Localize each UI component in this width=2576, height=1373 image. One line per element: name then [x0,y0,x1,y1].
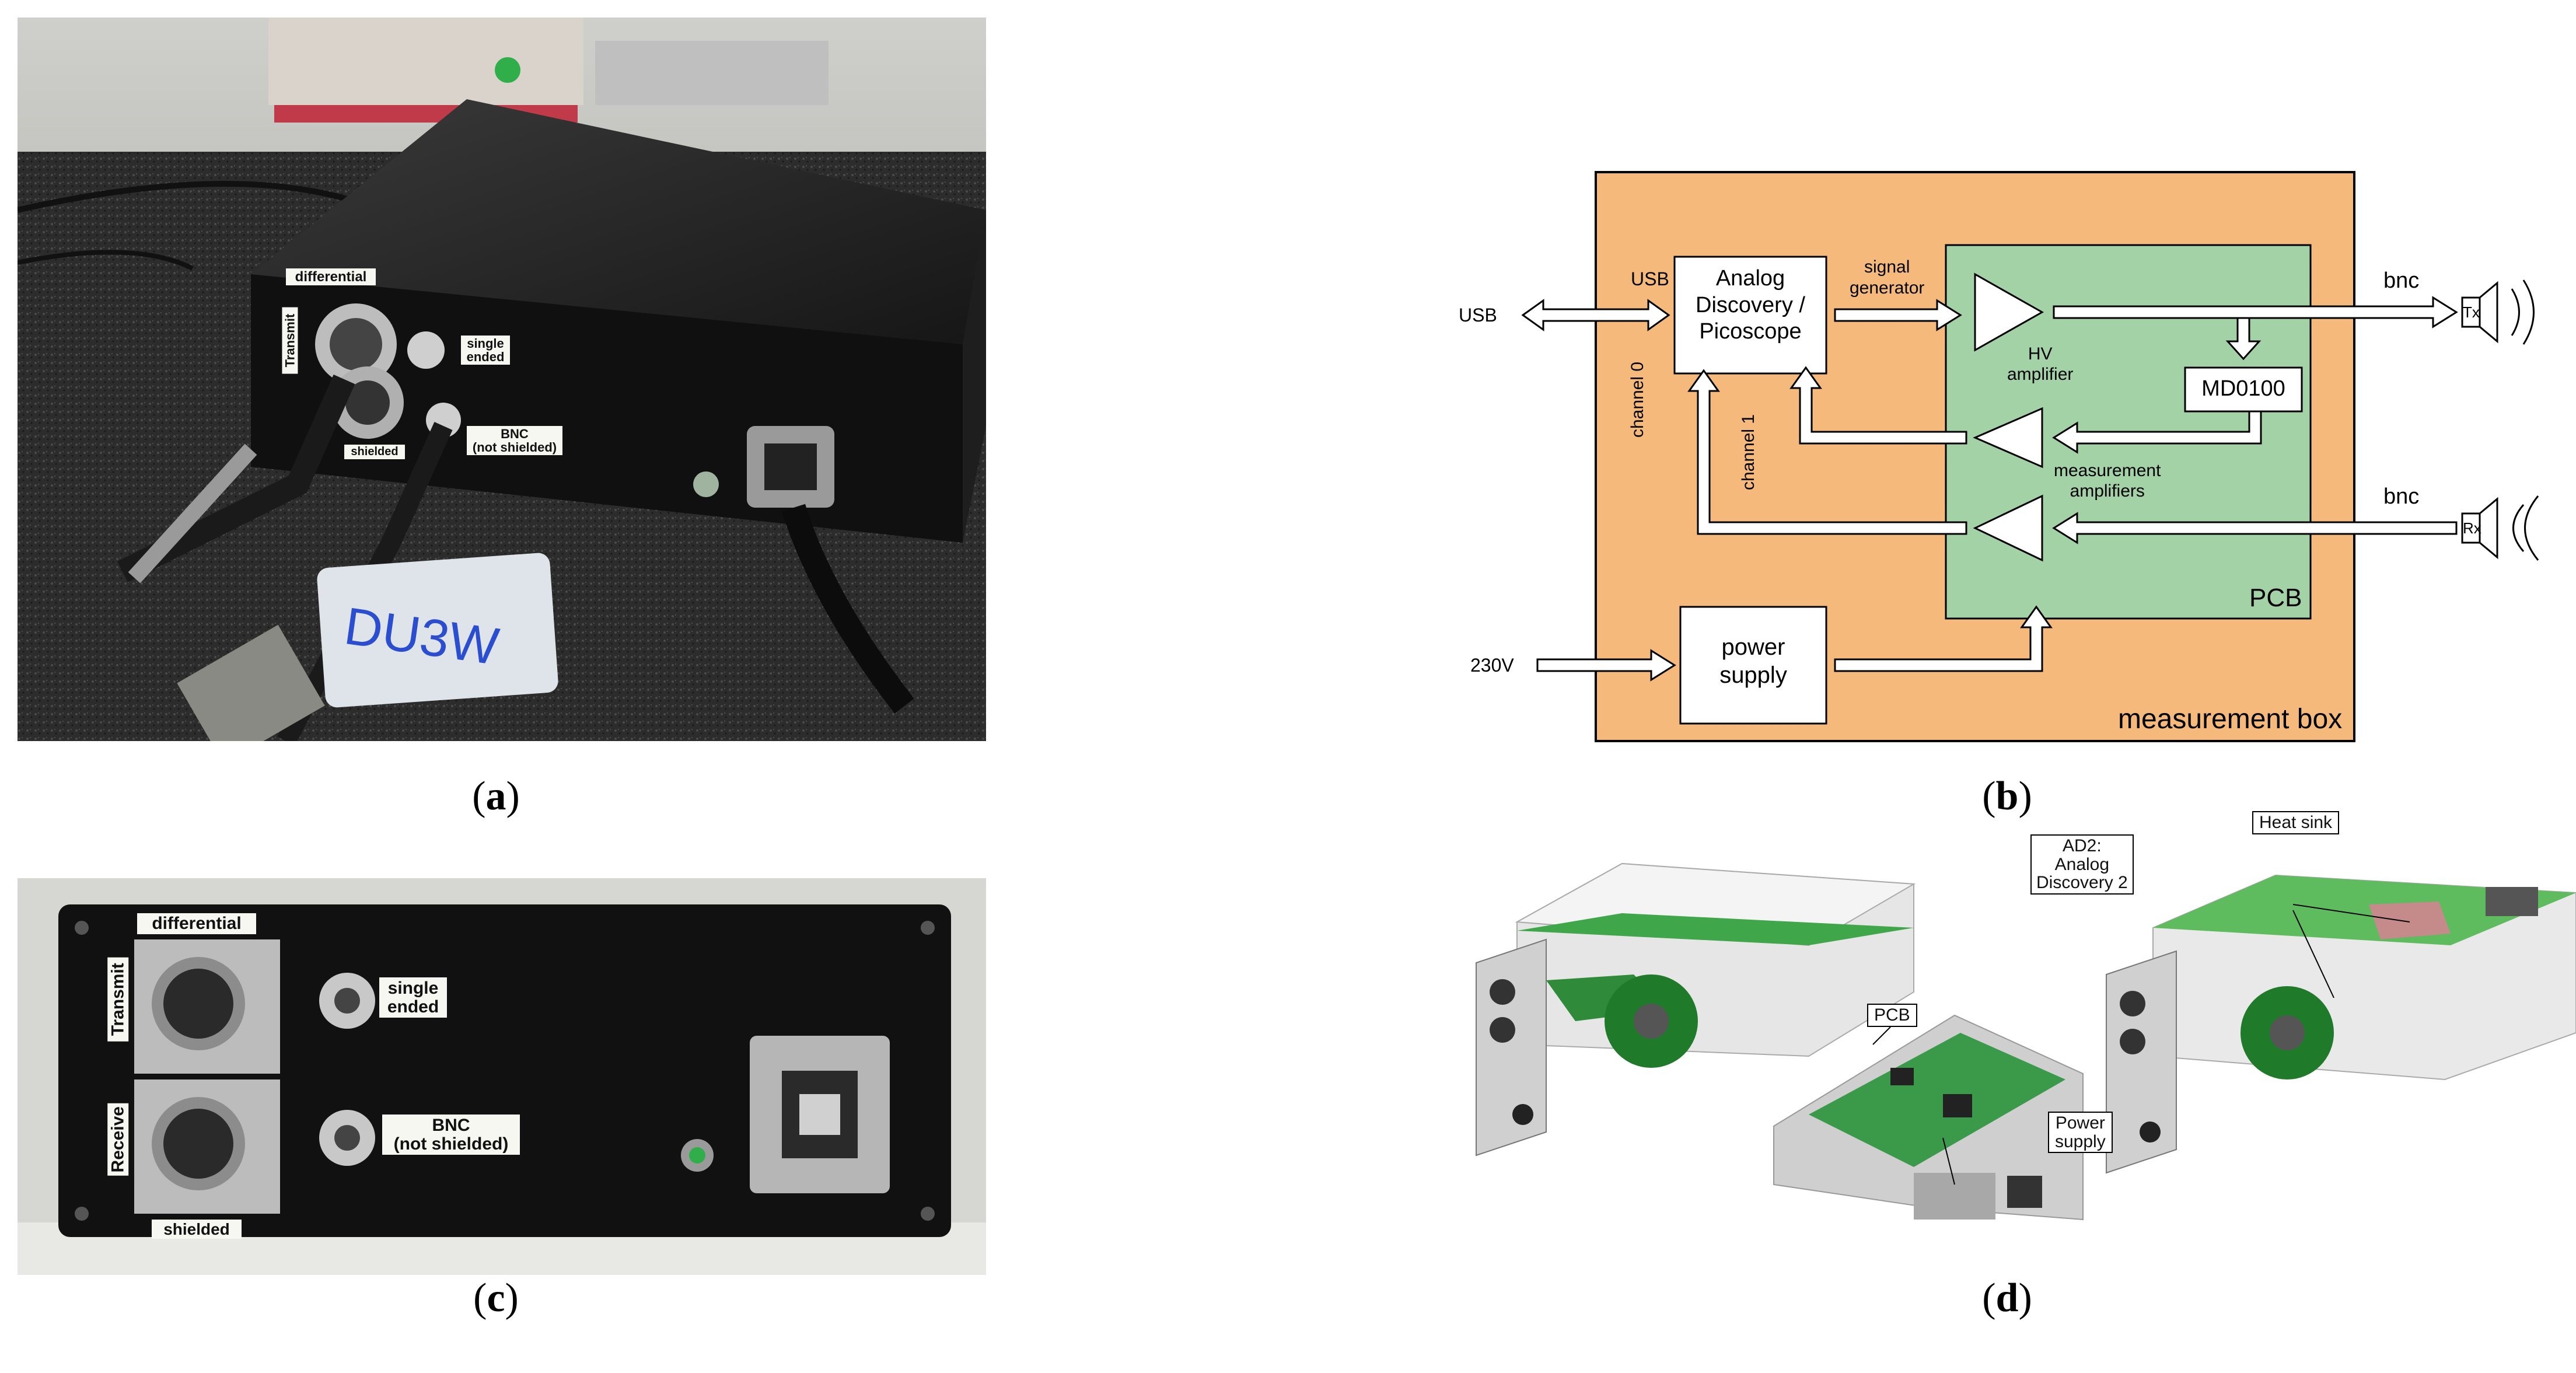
channel0-arrow [1687,369,1967,535]
photo-c-scene [18,878,986,1275]
label-single-ended: single ended [461,336,510,365]
rx-input-arrow [2052,512,2458,544]
label-power-supply-d: Power supply [2048,1112,2113,1153]
label-c-receive: Receive [107,1103,128,1176]
label-c-shielded: shielded [152,1220,242,1239]
hv-amplifier-triangle [1974,272,2044,352]
label-c-bnc: BNC (not shielded) [382,1115,520,1155]
front-panel [58,904,951,1237]
signal-generator-label: signal generator [1850,257,1925,298]
front-panel-right [2106,950,2177,1174]
channel1-arrow [1789,366,1967,445]
block-diagram-svg [1521,171,2539,742]
channel1-label: channel 1 [1739,414,1758,490]
signal-generator-arrow [1834,299,1962,331]
analog-discovery-box [1673,256,1827,375]
fan-left [1605,974,1698,1068]
tx-transducer [2461,280,2535,345]
usb-double-arrow [1521,299,1670,331]
terminal-strip [595,41,829,105]
measurement-amplifier-1 [1973,407,2043,469]
label-heat-sink: Heat sink [2252,811,2340,834]
pcb-top-right [2153,875,2576,945]
md0100-box [2184,366,2303,413]
md0100-label: MD0100 [2201,376,2285,401]
tx-label: Tx [2463,303,2480,321]
status-led [693,471,719,497]
cable-tag [317,553,558,708]
fan-right [2241,986,2334,1079]
bnc-connector-top [407,331,445,369]
usb-outer-label: USB [1459,305,1497,326]
pcb-board [1809,1033,2065,1167]
hv-amplifier-label: HV amplifier [2007,344,2074,384]
photo-panel-c: differential Transmit Receive single end… [18,878,986,1275]
front-panel-left [1476,938,1547,1157]
usb-inner-label: USB [1631,268,1669,289]
channel0-label: channel 0 [1628,361,1647,438]
render-panel-d: Heat sink AD2: Analog Discovery 2 PCB Po… [1447,799,2576,1284]
photo-a-scene [18,18,986,741]
caption-d: (d) [1982,1276,2032,1320]
instrument-led [495,57,520,83]
measurement-amplifier-2 [1973,494,2043,562]
label-differential: differential [286,268,376,286]
block-diagram-b: Analog Discovery / Picoscope power suppl… [1447,158,2576,747]
pcb-label: PCB [2249,584,2302,612]
measurement-amplifiers-label: measurement amplifiers [2054,461,2161,501]
measurement-box-label: measurement box [2118,704,2343,735]
bnc-bottom-label: bnc [2383,484,2420,509]
md0100-input-arrow [2225,317,2262,361]
photo-panel-a: differential Transmit single ended BNC (… [18,18,986,741]
power-to-pcb-arrow [1834,605,2053,672]
render-d-scene [1476,862,2576,1221]
label-c-transmit: Transmit [107,957,128,1042]
tx-output-arrow [2053,296,2458,329]
rx-transducer [2461,495,2539,561]
label-transmit: Transmit [282,307,298,374]
label-ad2: AD2: Analog Discovery 2 [2030,834,2134,895]
analog-discovery-label: Analog Discovery / Picoscope [1696,266,1805,344]
power-supply-label: power supply [1719,634,1787,688]
mains-input-arrow [1536,649,1676,682]
lab-instrument [268,18,583,105]
label-pcb-d: PCB [1867,1004,1917,1027]
label-shielded: shielded [344,445,405,459]
caption-b: (b) [1982,774,2032,819]
box-top-face [251,99,986,344]
label-bnc: BNC (not shielded) [467,426,562,456]
label-c-differential: differential [137,913,256,934]
power-supply-unit [1914,1173,1995,1220]
label-c-single-ended: single ended [379,977,447,1018]
caption-a: (a) [472,774,520,819]
caption-c: (c) [473,1276,519,1320]
mains-230v-label: 230V [1470,655,1514,676]
power-supply-box [1679,606,1827,725]
heat-sink [2369,902,2451,939]
rx-label: Rx [2463,519,2481,537]
md0100-output-arrow [2052,410,2262,454]
bnc-top-label: bnc [2383,268,2420,293]
